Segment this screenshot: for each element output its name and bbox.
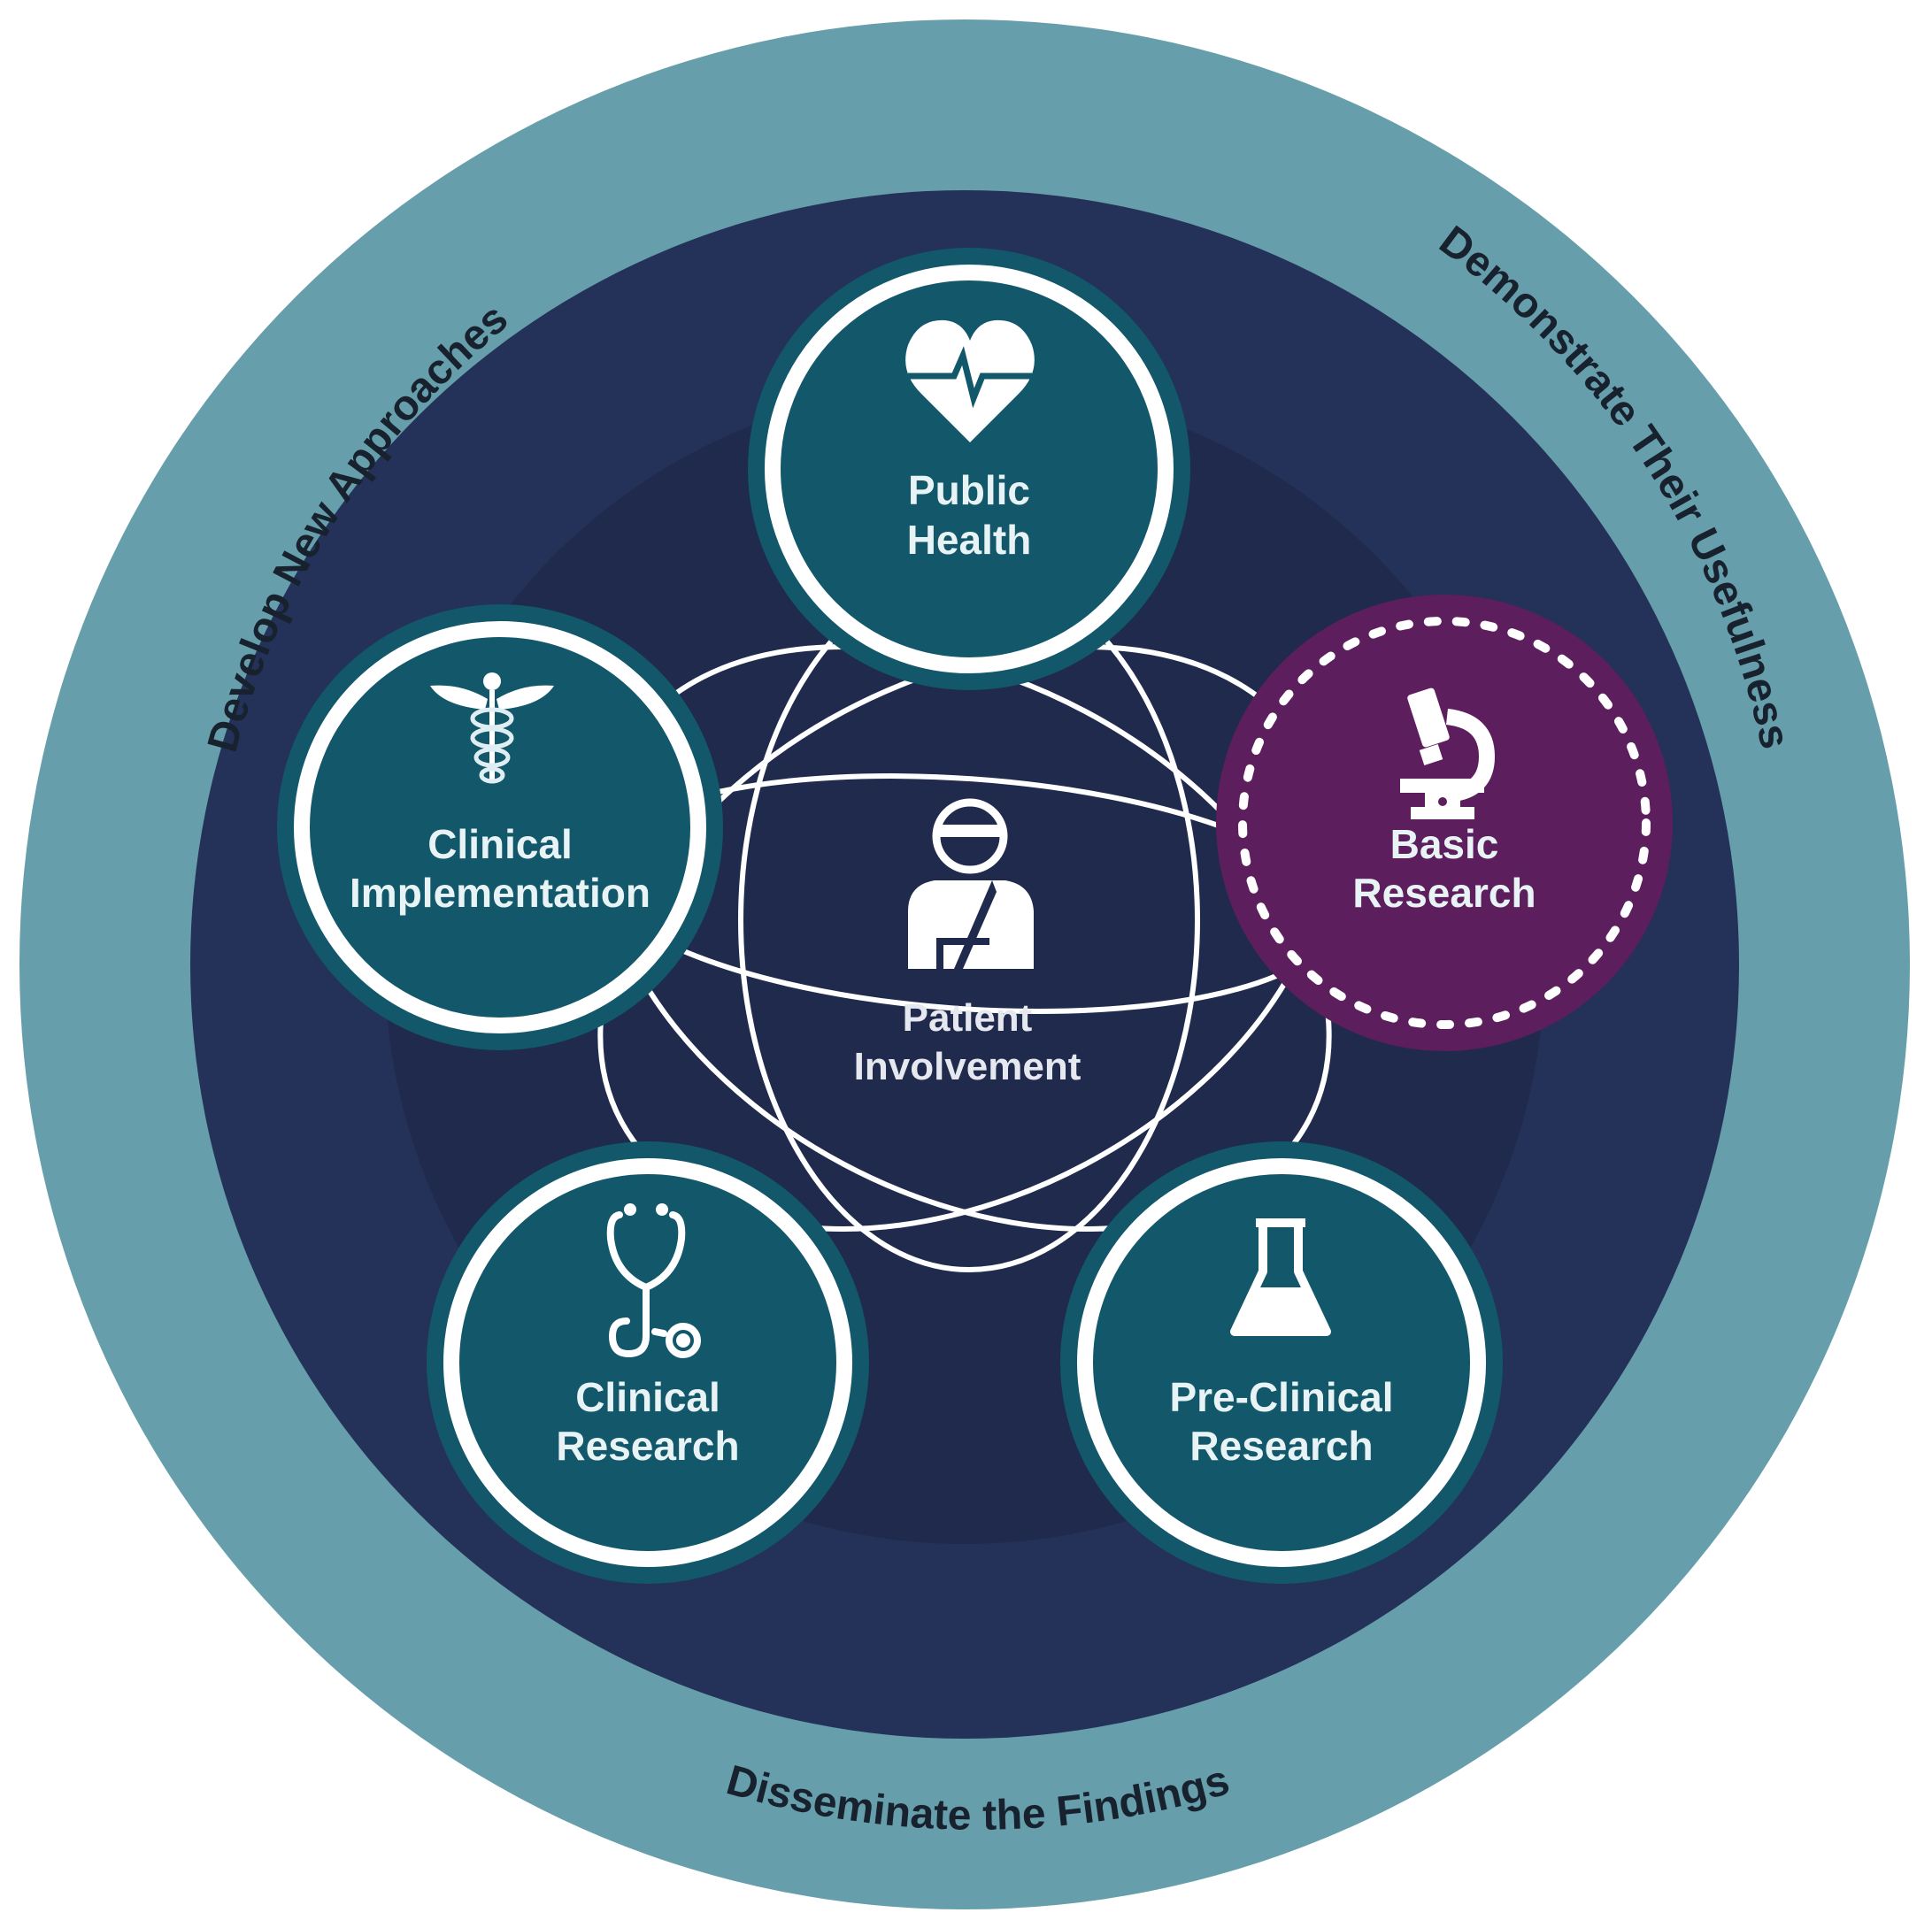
center-label-line2: Involvement [854,1045,1081,1088]
node-label-line2: Research [556,1423,739,1469]
node-pre-clinical-research[interactable]: Pre-Clinical Research [1060,1141,1503,1584]
caduceus-icon [430,672,554,784]
node-label-line2: Health [907,517,1032,563]
node-label-line2: Research [1352,870,1536,916]
flask-icon [1230,1218,1331,1336]
node-label-line1: Public [908,467,1030,513]
node-label-line2: Research [1189,1423,1373,1469]
node-label-line1: Clinical [575,1374,720,1420]
heart-pulse-icon [905,319,1035,442]
stethoscope-icon [606,1203,701,1358]
node-label-line1: Basic [1390,821,1499,867]
node-basic-research[interactable]: Basic Research [1216,595,1673,1051]
node-clinical-research[interactable]: Clinical Research [427,1141,869,1584]
microscope-icon [1400,687,1496,819]
node-clinical-implementation[interactable]: Clinical Implementation [277,604,723,1050]
center-label-line1: Patient [903,996,1033,1040]
patient-arm-sling-icon [908,798,1034,969]
center-node-patient-involvement[interactable]: Patient Involvement [854,798,1081,1088]
node-label-line1: Pre-Clinical [1169,1374,1393,1420]
node-label-line2: Implementation [350,870,650,916]
node-public-health[interactable]: Public Health [748,248,1190,690]
node-label-line1: Clinical [427,821,573,867]
